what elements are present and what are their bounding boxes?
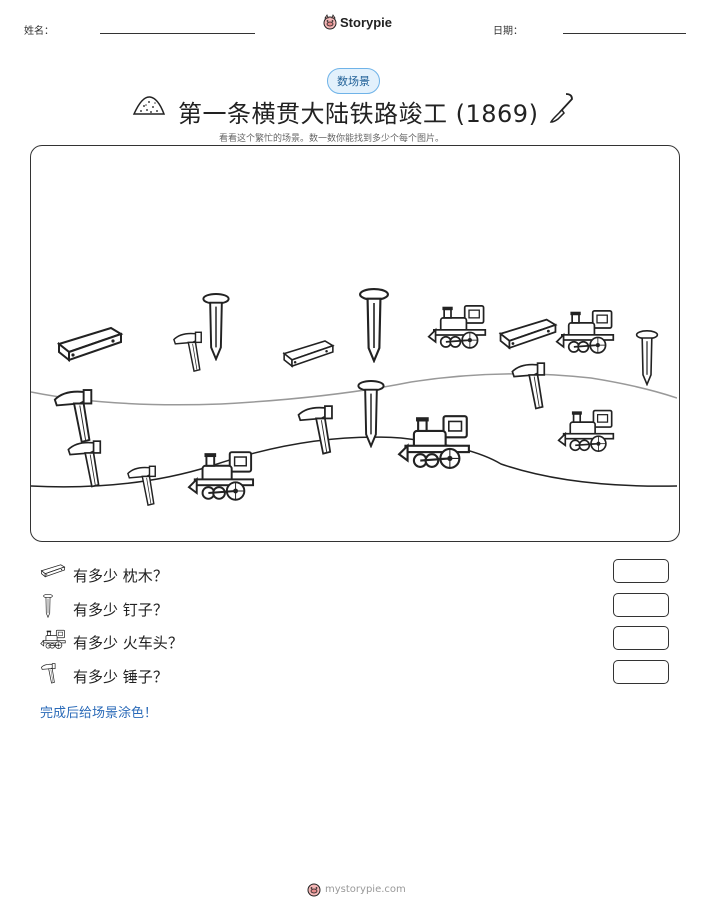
question-item: 钉子 bbox=[122, 601, 153, 619]
locomotive-icon bbox=[40, 628, 66, 650]
locomotive-5 bbox=[187, 451, 255, 501]
answer-box[interactable] bbox=[613, 559, 669, 583]
spike-1 bbox=[202, 293, 230, 361]
railroad-tie-3 bbox=[499, 318, 557, 349]
question-text: 有多少 钉子？ bbox=[73, 601, 168, 619]
page-title: 第一条横贯大陆铁路竣工 (1869) bbox=[178, 100, 539, 128]
brand-name: Storypie bbox=[340, 14, 393, 30]
spike-2 bbox=[358, 288, 390, 362]
locomotive-2 bbox=[555, 309, 615, 354]
scene-frame bbox=[30, 145, 680, 542]
locomotive-4 bbox=[397, 415, 471, 470]
site-url[interactable]: mystorypie.com bbox=[325, 883, 406, 895]
instructions: 看看这个繁忙的场景。数一数你能找到多少个每个图片。 bbox=[219, 134, 445, 144]
date-line[interactable] bbox=[563, 33, 686, 34]
answer-box[interactable] bbox=[613, 593, 669, 617]
spike-icon bbox=[42, 594, 54, 618]
question-item: 枕木 bbox=[122, 567, 153, 585]
question-item: 锤子 bbox=[122, 668, 153, 686]
pig-logo-icon bbox=[307, 883, 321, 897]
hammer-2 bbox=[511, 362, 546, 410]
scene-drawing bbox=[31, 288, 677, 506]
hammer-4 bbox=[297, 405, 333, 455]
footer-site: mystorypie.com bbox=[307, 881, 406, 897]
question-row: 有多少 钉子？ bbox=[40, 593, 675, 622]
locomotive-1 bbox=[427, 304, 487, 349]
hill-line-lower bbox=[31, 436, 677, 488]
answer-box[interactable] bbox=[613, 626, 669, 650]
railroad-tie-2 bbox=[283, 340, 334, 367]
category-badge: 数场景 bbox=[327, 68, 380, 94]
question-text: 有多少 锤子？ bbox=[73, 668, 168, 686]
date-label: 日期： bbox=[493, 26, 523, 37]
brand-logo: Storypie bbox=[323, 14, 392, 30]
hill-line-upper bbox=[31, 373, 677, 406]
question-text: 有多少 火车头？ bbox=[73, 634, 183, 652]
question-row: 有多少 锤子？ bbox=[40, 660, 675, 689]
hammer-3 bbox=[53, 389, 93, 443]
hammer-1 bbox=[173, 331, 203, 372]
spike-3 bbox=[635, 330, 659, 386]
name-label: 姓名： bbox=[24, 26, 54, 37]
gravel-pile-icon bbox=[132, 96, 166, 115]
question-item: 火车头 bbox=[122, 634, 168, 652]
question-text: 有多少 枕木？ bbox=[73, 567, 168, 585]
answer-box[interactable] bbox=[613, 660, 669, 684]
question-row: 有多少 火车头？ bbox=[40, 626, 675, 655]
coloring-note: 完成后给场景涂色！ bbox=[40, 706, 158, 721]
hammer-icon bbox=[40, 661, 58, 685]
hammer-6 bbox=[127, 465, 157, 506]
hammer-5 bbox=[67, 440, 102, 488]
railroad-tie-icon bbox=[40, 562, 66, 578]
pig-logo-icon bbox=[323, 14, 337, 30]
question-row: 有多少 枕木？ bbox=[40, 559, 675, 588]
locomotive-3 bbox=[557, 409, 615, 453]
shovel-icon bbox=[549, 93, 573, 123]
railroad-tie-1 bbox=[58, 327, 122, 361]
name-line[interactable] bbox=[100, 33, 255, 34]
